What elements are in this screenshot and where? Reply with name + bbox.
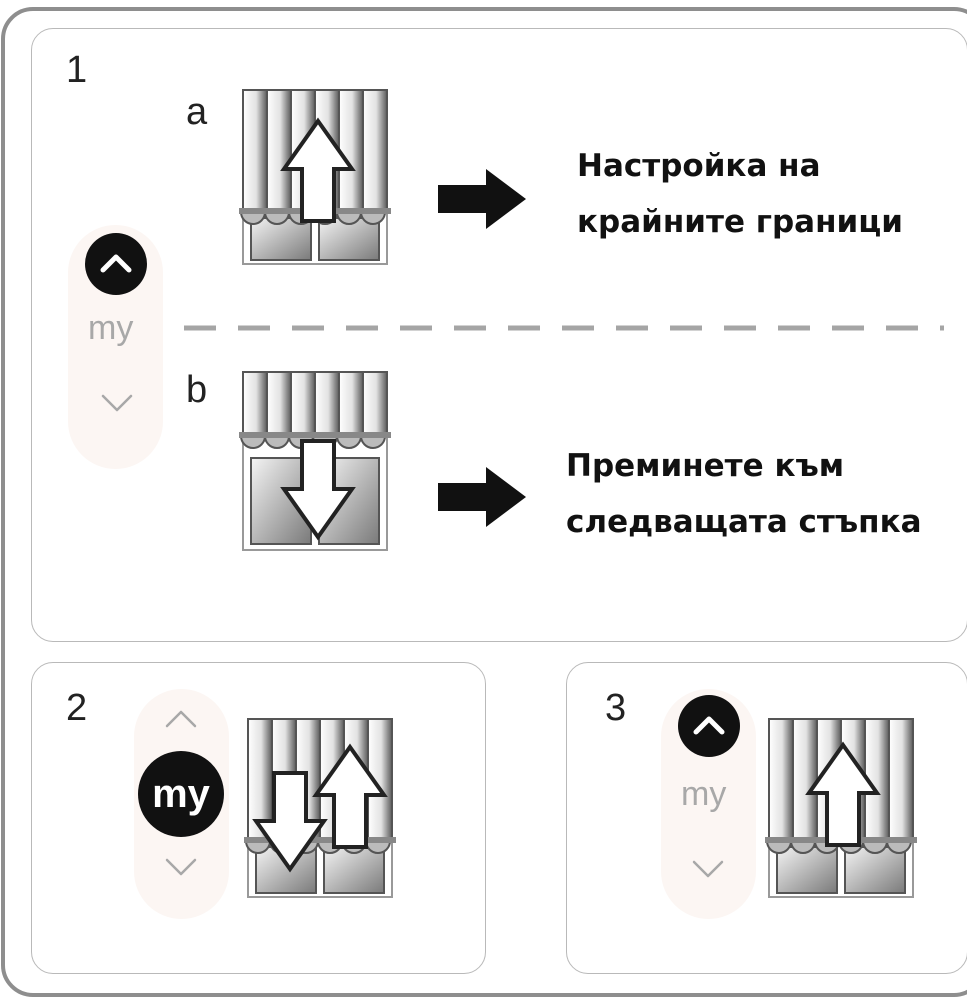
step-number: 3 [605,687,627,729]
chevron-up-icon [165,710,197,728]
my-button: my [88,309,134,347]
awning-icon [239,89,391,265]
caption-b-line2: следващата стъпка [566,504,922,540]
arrow-right-icon [438,169,526,229]
chevron-down-icon [101,394,133,412]
chevron-down-icon [692,860,724,878]
my-button: my [681,775,727,813]
option-letter-b: b [186,369,208,411]
remote-control: my [661,689,756,919]
chevron-down-icon [165,858,197,876]
arrow-up-icon [280,117,356,223]
step-number: 2 [66,687,88,729]
up-button-pressed [678,695,740,757]
remote-control: my [68,225,163,469]
step-2-panel: 2 my [31,662,486,974]
step-number: 1 [66,49,88,91]
remote-control: my [134,689,229,919]
up-button-pressed [85,233,147,295]
caption-b-line1: Преминете към [566,448,845,484]
step-1-panel: 1 a b my [31,28,967,642]
step-3-panel: 3 my [566,662,967,974]
dashed-divider [184,325,944,331]
arrow-up-icon [312,743,388,849]
arrow-right-icon [438,467,526,527]
option-letter-a: a [186,91,208,133]
caption-a-line1: Настройка на [577,148,821,184]
arrow-down-icon [252,771,328,873]
chevron-up-icon [100,254,132,273]
arrow-up-icon [805,741,881,847]
my-button-pressed: my [138,751,224,837]
chevron-up-icon [693,716,725,735]
caption-a-line2: крайните граници [577,204,903,240]
arrow-down-icon [280,439,356,541]
